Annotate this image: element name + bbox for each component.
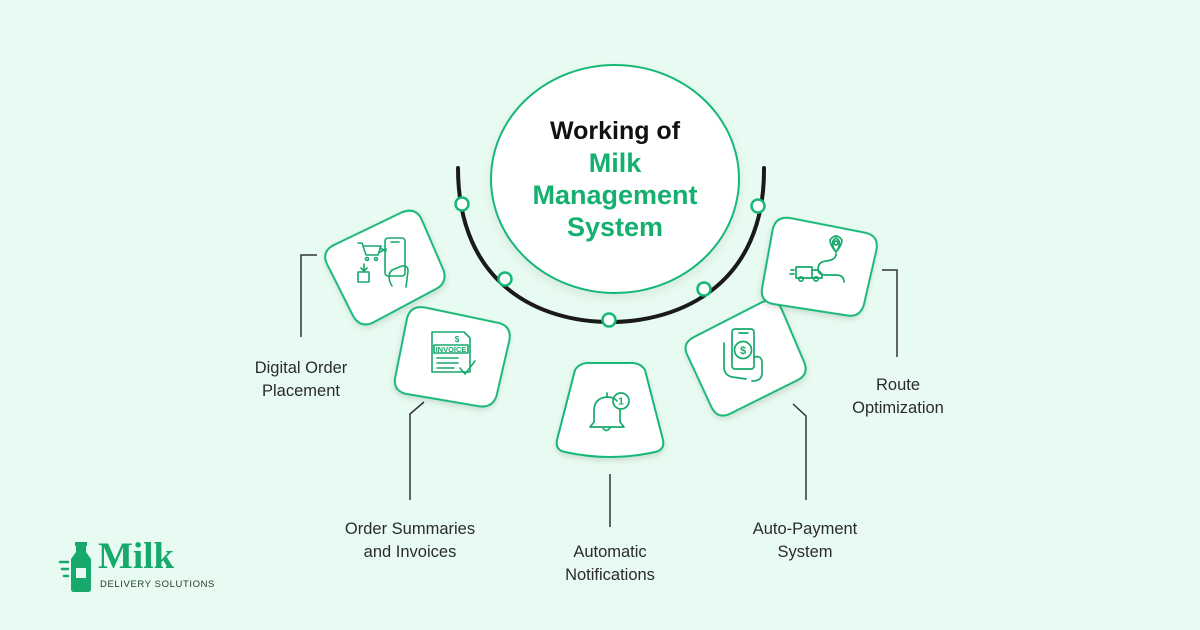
title-line-1: Working of [549, 117, 681, 145]
label-line: Route [875, 376, 921, 394]
logo-tagline: DELIVERY SOLUTIONS [100, 579, 215, 590]
arc-node [696, 281, 712, 297]
arc-nodes [454, 196, 766, 328]
milk-bottle-logo-icon [58, 542, 91, 592]
label-line: and Invoices [363, 543, 457, 561]
arc-node [750, 198, 766, 214]
label-digital-order: Digital Order Placement [211, 357, 391, 403]
brand-logo: Milk DELIVERY SOLUTIONS [60, 536, 220, 597]
mobile-shopping-cart-icon [357, 237, 409, 288]
label-order-summaries: Order Summaries and Invoices [320, 518, 500, 564]
title-line-2: Milk [588, 148, 642, 178]
mobile-payment-icon: $ [723, 328, 763, 382]
label-line: Automatic [573, 543, 647, 561]
label-notifications: Automatic Notifications [520, 541, 700, 587]
arc-node [454, 196, 470, 212]
card-notifications [555, 361, 665, 458]
label-line: Optimization [852, 399, 944, 417]
label-line: Placement [262, 382, 340, 400]
notification-bell-icon: 1 [589, 392, 630, 432]
logo-wordmark: Milk [98, 536, 175, 577]
leader-line-digital-order [300, 254, 317, 337]
label-line: Notifications [565, 566, 655, 584]
notification-badge-count: 1 [618, 397, 624, 408]
delivery-route-icon [789, 235, 845, 283]
invoice-icon-text: INVOICE [436, 345, 467, 354]
title-line-4: System [566, 212, 664, 242]
svg-text:$: $ [740, 345, 746, 357]
invoice-icon: INVOICE $ [431, 331, 476, 375]
card-route [760, 216, 878, 317]
arc-node [601, 312, 617, 328]
title-line-3: Management [532, 180, 698, 210]
arc-node [497, 271, 513, 287]
leader-lines [300, 254, 898, 527]
label-line: Order Summaries [344, 520, 476, 538]
label-line: Auto-Payment [752, 520, 858, 538]
title-circle: Working of Milk Management System [490, 64, 740, 294]
leader-line-route [882, 269, 898, 357]
leader-line-auto-payment [792, 403, 807, 500]
label-line: Digital Order [254, 359, 348, 377]
leader-line-order-summaries [409, 401, 425, 500]
label-auto-payment: Auto-Payment System [715, 518, 895, 564]
label-route: Route Optimization [808, 374, 988, 420]
card-order-summaries [393, 306, 511, 408]
label-line: System [777, 543, 833, 561]
svg-text:$: $ [455, 335, 460, 344]
